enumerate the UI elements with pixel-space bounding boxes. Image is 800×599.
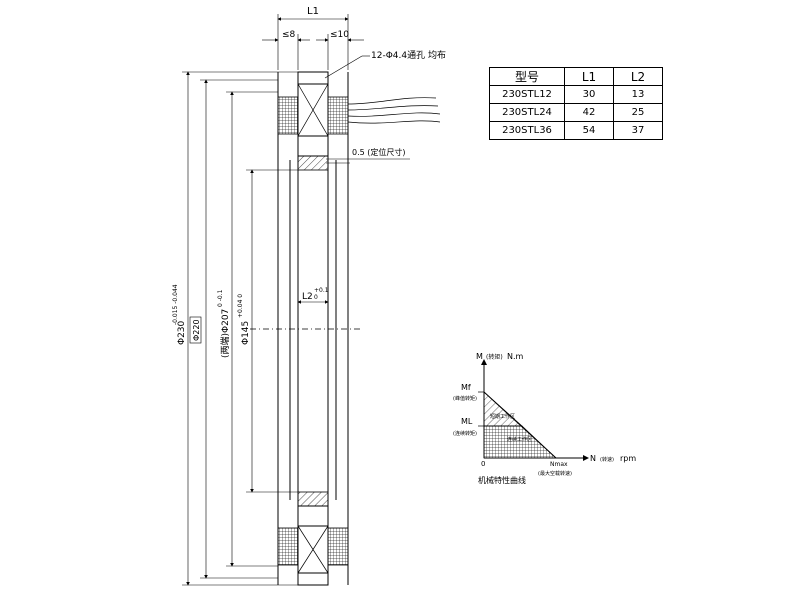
mf-note: (峰值转矩): [453, 395, 477, 402]
dim-holes: 12-Φ4.4通孔 均布: [371, 49, 446, 61]
dim-l2-tol: +0.1: [314, 287, 329, 294]
dim-d145-tol: +0.04 0: [237, 294, 244, 318]
table-cell: 30: [564, 85, 614, 104]
dim-d207: (两端)Φ207: [219, 309, 231, 358]
axis-m-note: (转矩): [486, 353, 503, 361]
dim-left-8: ≤8: [282, 30, 296, 40]
model-table: 型号 L1 L2 230STL12 30 13 230STL24 42 25 2…: [489, 67, 663, 140]
axis-n-label: N: [590, 454, 596, 463]
dim-gap: 0.5 (定位尺寸): [352, 147, 406, 157]
nmax-note: (最大空载转速): [538, 470, 572, 477]
table-cell: 13: [613, 85, 663, 104]
dimension-lines: [182, 14, 410, 586]
ml-label: ML: [461, 417, 473, 426]
dim-d220: Φ220: [192, 319, 201, 341]
torque-speed-diagram: M (转矩) N.m Mf (峰值转矩) ML (连续转矩) 短期工作区 连续工…: [453, 352, 636, 485]
axis-m-unit: N.m: [507, 352, 524, 361]
dim-right-10: ≤10: [330, 30, 349, 40]
dim-l2-tol-low: 0: [314, 294, 318, 301]
table-cell: 37: [613, 121, 663, 140]
dim-d145: Φ145: [241, 321, 251, 345]
table-header-row: 型号 L1 L2: [489, 67, 663, 86]
axis-n-note: (转速): [600, 456, 614, 463]
zone-cont-label: 连续工作区: [507, 436, 532, 443]
table-cell: 230STL12: [489, 85, 565, 104]
table-cell: 230STL36: [489, 121, 565, 140]
curve-caption: 机械特性曲线: [478, 475, 526, 485]
dim-d207-tol: 0 -0.1: [217, 289, 224, 307]
table-cell: 230STL24: [489, 103, 565, 122]
zone-peak-label: 短期工作区: [490, 413, 515, 420]
dim-d230: Φ230: [177, 320, 187, 345]
origin-label: 0: [481, 460, 485, 468]
dim-d230-tol: -0.015 -0.044: [172, 284, 179, 325]
mf-label: Mf: [461, 383, 471, 392]
table-row: 230STL36 54 37: [489, 121, 663, 140]
header-l1: L1: [564, 67, 614, 86]
nmax-label: Nmax: [550, 461, 568, 468]
ml-note: (连续转矩): [453, 430, 477, 437]
header-model: 型号: [489, 67, 565, 86]
section-view: [250, 71, 441, 586]
axis-n-unit: rpm: [620, 454, 636, 463]
axis-m-label: M: [476, 352, 483, 361]
table-cell: 54: [564, 121, 614, 140]
table-row: 230STL24 42 25: [489, 103, 663, 122]
table-cell: 42: [564, 103, 614, 122]
table-cell: 25: [613, 103, 663, 122]
dimension-labels: L1 ≤8 ≤10 12-Φ4.4通孔 均布 0.5 (定位尺寸) L2 +0.…: [172, 6, 446, 358]
dim-l2: L2: [302, 292, 313, 302]
dim-l1: L1: [307, 6, 319, 17]
header-l2: L2: [613, 67, 663, 86]
table-row: 230STL12 30 13: [489, 85, 663, 104]
